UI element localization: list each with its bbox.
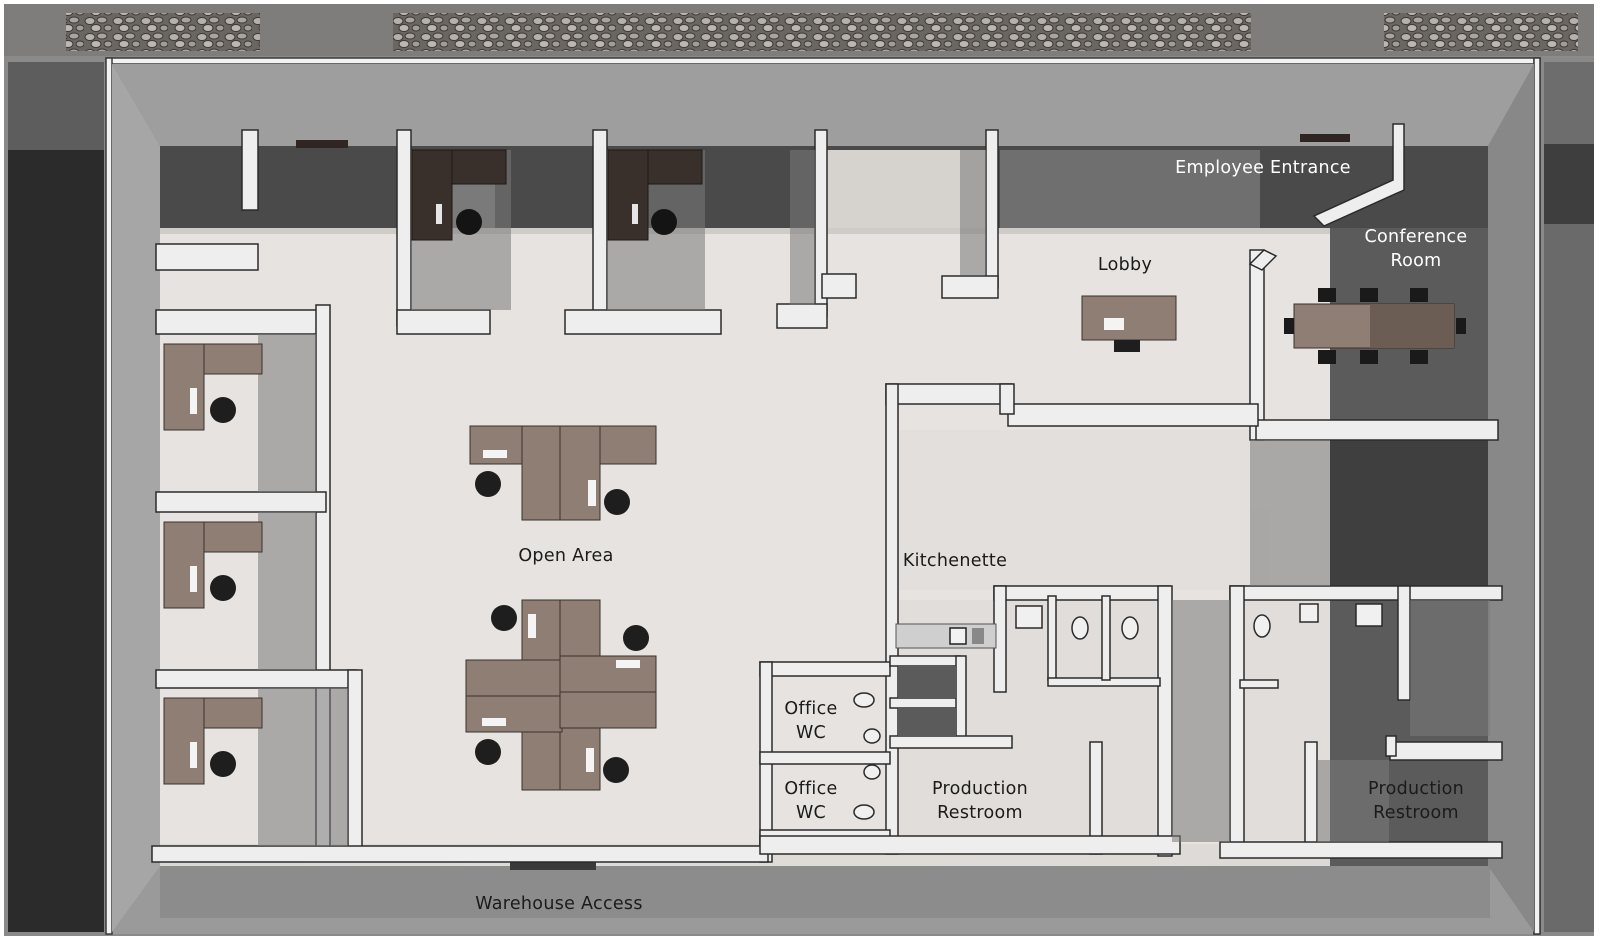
label-conference-room-line2: Room — [1390, 251, 1442, 271]
conference-table — [1284, 288, 1466, 364]
gravel-bed — [66, 13, 260, 51]
label-office-wc-a-line1: Office — [784, 699, 838, 719]
left-office-desks — [163, 343, 263, 785]
open-area-cluster-bottom — [465, 599, 657, 791]
label-office-wc-a-line2: WC — [795, 723, 827, 743]
warehouse-door — [510, 862, 596, 870]
kitchenette-counter — [895, 623, 997, 649]
exterior-shadow — [8, 150, 104, 932]
label-open-area: Open Area — [518, 546, 614, 566]
office-wc-fixtures — [853, 692, 881, 820]
label-kitchenette: Kitchenette — [902, 551, 1008, 571]
gravel-bed — [1384, 13, 1578, 51]
west-wall-face — [112, 64, 160, 932]
top-cubicle-desks — [411, 149, 703, 241]
label-production-restroom-a-line2: Restroom — [937, 803, 1023, 823]
label-warehouse-access: Warehouse Access — [475, 894, 643, 914]
label-lobby: Lobby — [1097, 255, 1153, 275]
kitchen-cabinets — [898, 666, 956, 736]
label-office-wc-b-line1: Office — [784, 779, 838, 799]
open-area-cluster-top — [469, 425, 657, 521]
east-wall-face — [1488, 64, 1534, 932]
door-markers — [296, 134, 1350, 148]
label-production-restroom-b-line1: Production — [1367, 779, 1465, 799]
north-wall-face — [112, 64, 1534, 146]
production-restroom-fixtures — [1015, 603, 1383, 640]
lobby-desk — [1081, 295, 1177, 352]
gravel-bed — [393, 13, 1251, 51]
label-conference-room-line1: Conference — [1364, 227, 1468, 247]
label-office-wc-b-line2: WC — [795, 803, 827, 823]
interior-walls — [151, 123, 1503, 863]
label-production-restroom-a-line1: Production — [931, 779, 1029, 799]
label-employee-entrance: Employee Entrance — [1175, 158, 1351, 178]
label-production-restroom-b-line2: Restroom — [1373, 803, 1459, 823]
